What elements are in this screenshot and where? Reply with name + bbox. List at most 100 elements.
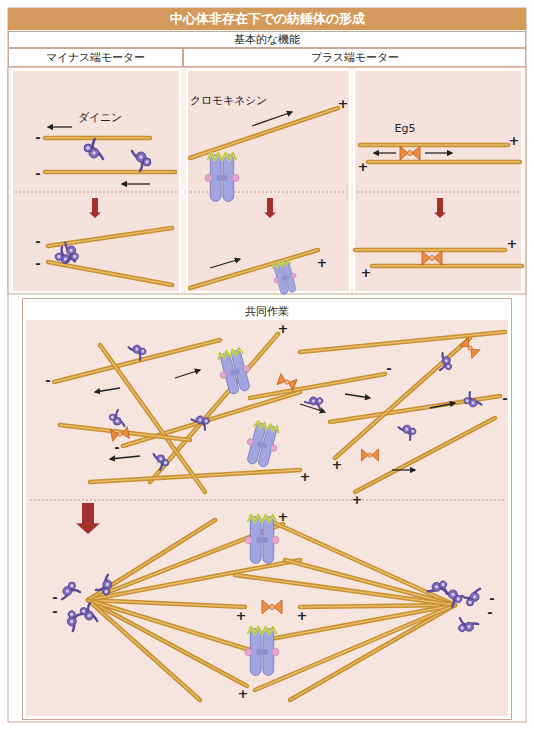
- polarity-sign: -: [489, 592, 494, 605]
- chromokinesin: [254, 420, 280, 433]
- dynein-ring: [204, 419, 208, 423]
- dynein-head: [54, 252, 63, 261]
- dynein-ring: [318, 399, 322, 403]
- polarity-sign: +: [332, 458, 343, 471]
- eg5-motor: [422, 251, 442, 265]
- chromosome: [270, 259, 300, 296]
- polarity-sign: +: [278, 322, 289, 335]
- dynein-motor: [59, 243, 81, 266]
- dynein-head: [84, 144, 92, 152]
- microtubule: [54, 340, 220, 382]
- motor-label: クロモキネシン: [190, 95, 267, 106]
- microtubule: [360, 143, 508, 148]
- chromokinesin: [248, 515, 277, 522]
- dynein-motor: [132, 151, 151, 171]
- dynein-ring: [69, 248, 73, 252]
- microtubule-highlight: [88, 600, 250, 650]
- dynein-stalk: [92, 575, 112, 592]
- chromokinesin-outline: [254, 420, 280, 433]
- dynein-stalk: [191, 415, 206, 433]
- dynein-motor: [399, 422, 419, 442]
- eg5-motor: [362, 449, 379, 461]
- dynein-stalk: [399, 424, 412, 442]
- dynein-motor: [428, 576, 452, 600]
- motion-arrow: [374, 152, 396, 153]
- chromosome: [245, 515, 279, 564]
- title-bar: 中心体非存在下での紡錘体の形成: [8, 8, 526, 30]
- dynein-ring: [69, 619, 74, 624]
- microtubule: [45, 170, 175, 175]
- microtubule-highlight: [330, 396, 500, 422]
- sub-panel: [187, 70, 350, 292]
- eg5-heads: [460, 338, 480, 358]
- dynein-ring: [111, 416, 114, 419]
- dynein-ring: [141, 349, 145, 353]
- polarity-sign: +: [238, 687, 249, 700]
- kinetochore: [245, 648, 252, 655]
- dynein-head: [202, 417, 211, 426]
- polarity-sign: +: [352, 493, 363, 506]
- motion-arrow: [392, 469, 415, 470]
- motion-arrow: [210, 259, 240, 268]
- sub-panel: [12, 70, 180, 292]
- kinetochore: [232, 174, 239, 181]
- microtubule: [150, 334, 278, 482]
- microtubule: [88, 600, 250, 650]
- outer-frame: [8, 8, 526, 722]
- polarity-sign: -: [52, 591, 57, 604]
- dynein-ring: [57, 255, 61, 259]
- eg5-heads: [277, 374, 297, 391]
- chromokinesin-outline: [271, 259, 291, 269]
- dynein-motor: [445, 589, 462, 607]
- divider-dashed: [357, 192, 519, 193]
- dynein-ring: [473, 595, 476, 598]
- dynein-ring: [441, 582, 445, 586]
- chromatid: [282, 261, 297, 293]
- dynein-stalk: [129, 344, 142, 362]
- centromere: [281, 275, 289, 280]
- microtubule-highlight: [285, 560, 455, 605]
- motion-arrow: [300, 404, 325, 412]
- microtubule: [255, 605, 455, 690]
- polarity-sign: -: [487, 606, 492, 619]
- polarity-sign: +: [358, 160, 369, 173]
- kinetochore: [243, 365, 251, 373]
- dynein-ring: [411, 429, 415, 433]
- eg5-core: [368, 453, 372, 457]
- microtubule: [88, 600, 200, 700]
- node-text: 基本的な機能: [234, 32, 300, 47]
- eg5-motor: [262, 600, 282, 614]
- chromokinesin-outline: [208, 153, 237, 160]
- dynein-ring: [116, 420, 119, 423]
- divider-dashed: [15, 192, 177, 193]
- polarity-sign: -: [52, 605, 57, 618]
- kinetochore: [205, 174, 212, 181]
- collab-area: [26, 320, 508, 716]
- microtubule: [355, 248, 505, 253]
- node-text: マイナス端モーター: [46, 50, 145, 65]
- eg5-core: [269, 604, 274, 609]
- microtubule-highlight: [368, 161, 520, 162]
- eg5-core: [117, 431, 122, 436]
- dynein-ring: [73, 254, 77, 258]
- dynein-stalk: [468, 390, 481, 408]
- polarity-sign: +: [509, 134, 520, 147]
- microtubule: [330, 396, 500, 422]
- motion-arrow: [345, 394, 370, 398]
- microtubule-highlight: [88, 520, 215, 600]
- motion-arrow: [252, 112, 292, 126]
- dynein-ring: [87, 614, 90, 617]
- dynein-head: [438, 580, 448, 590]
- dynein-ring: [66, 589, 69, 592]
- step-arrow: [434, 198, 446, 218]
- microtubule: [88, 520, 215, 600]
- eg5-motor: [400, 146, 420, 160]
- microtubule-highlight: [48, 262, 172, 285]
- dynein-head: [139, 347, 147, 355]
- microtubule: [372, 264, 522, 269]
- dynein-head: [315, 396, 324, 405]
- microtubule: [45, 136, 150, 141]
- dynein-ring: [311, 399, 315, 403]
